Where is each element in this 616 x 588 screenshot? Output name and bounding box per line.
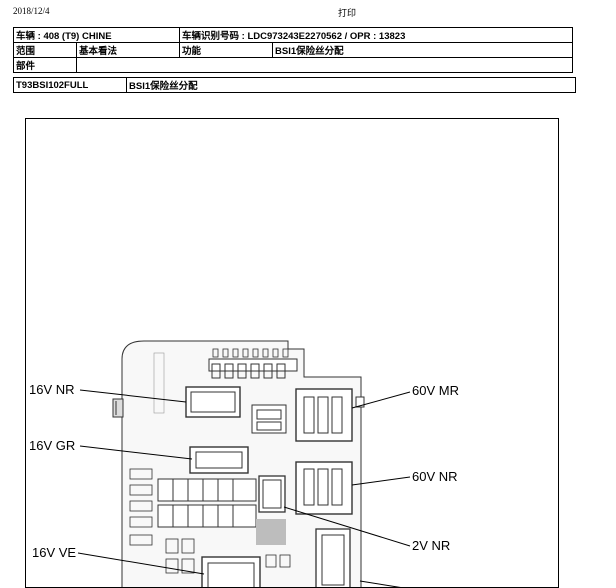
- part-value: [76, 57, 573, 73]
- function-value: BSI1保险丝分配: [272, 42, 573, 58]
- scope-label: 范围: [13, 42, 77, 58]
- function-label: 功能: [179, 42, 273, 58]
- callout-60v-mr: 60V MR: [412, 383, 459, 398]
- print-label: 打印: [338, 8, 357, 18]
- callout-16v-ve: 16V VE: [32, 545, 77, 560]
- part-label: 部件: [13, 57, 77, 73]
- reference-code: T93BSI102FULL: [13, 77, 127, 93]
- reference-table: T93BSI102FULL BSI1保险丝分配: [13, 77, 576, 93]
- print-date: 2018/12/4: [13, 6, 50, 16]
- reference-title: BSI1保险丝分配: [126, 77, 576, 93]
- scope-value: 基本看法: [76, 42, 180, 58]
- callout-16v-nr: 16V NR: [29, 382, 75, 397]
- callout-60v-nr: 60V NR: [412, 469, 458, 484]
- vin-cell: 车辆识别号码 : LDC973243E2270562 / OPR : 13823: [179, 27, 573, 43]
- callout-16v-gr: 16V GR: [29, 438, 76, 453]
- vehicle-info-table: 车辆 : 408 (T9) CHINE 车辆识别号码 : LDC973243E2…: [13, 27, 573, 73]
- vehicle-cell: 车辆 : 408 (T9) CHINE: [13, 27, 180, 43]
- callout-2v-nr: 2V NR: [412, 538, 451, 553]
- fuse-box-drawing: [77, 340, 411, 587]
- fuse-box-figure: 16V NR 16V GR 16V VE 60V MR 60V NR 2V NR: [25, 118, 559, 588]
